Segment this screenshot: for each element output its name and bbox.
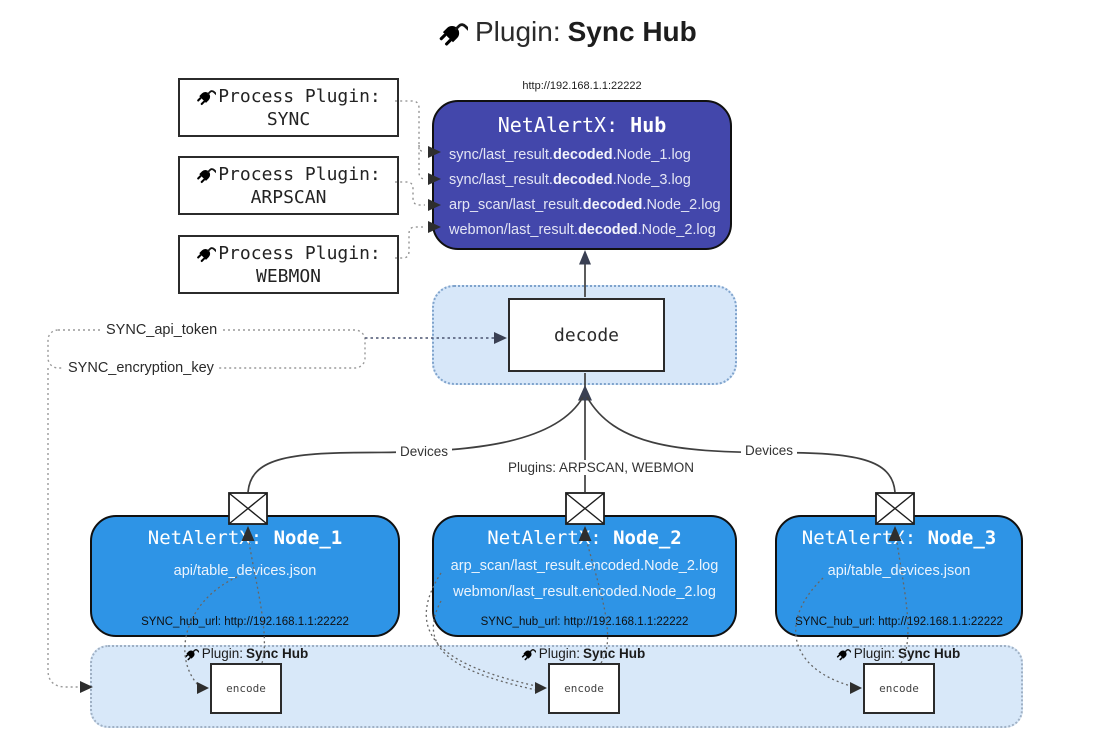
devices-left-label: Devices <box>396 444 453 459</box>
encode-box: encode <box>210 663 282 714</box>
plug-icon <box>196 86 216 106</box>
process-plugin-name: ARPSCAN <box>250 186 327 208</box>
node2-box: NetAlertX: Node_2 arp_scan/last_result.e… <box>432 515 737 637</box>
title-prefix: Plugin: <box>475 16 561 47</box>
encode-plugin-label: Plugin: Sync Hub <box>823 646 973 661</box>
process-plugin-label: Process Plugin: <box>218 242 381 264</box>
plug-icon <box>521 646 536 661</box>
process-plugin-name: SYNC <box>266 108 311 130</box>
node1-title: NetAlertX: Node_1 <box>147 527 343 549</box>
encode-plugin-label: Plugin: Sync Hub <box>508 646 658 661</box>
hub-box: NetAlertX: Hub sync/last_result.decoded.… <box>432 100 732 250</box>
process-plugin-arpscan-box: Process Plugin: ARPSCAN <box>178 156 399 215</box>
process-plugin-name: WEBMON <box>255 265 322 287</box>
plug-icon <box>196 164 216 184</box>
node3-box: NetAlertX: Node_3 api/table_devices.json… <box>775 515 1023 637</box>
node1-lines: api/table_devices.json <box>173 563 317 579</box>
hub-log-line: arp_scan/last_result.decoded.Node_2.log <box>449 197 721 213</box>
node1-box: NetAlertX: Node_1 api/table_devices.json… <box>90 515 400 637</box>
node2-lines: arp_scan/last_result.encoded.Node_2.log … <box>450 558 719 600</box>
plug-icon <box>438 17 468 47</box>
hub-url-label: http://192.168.1.1:22222 <box>522 80 642 92</box>
sync-encryption-key-label: SYNC_encryption_key <box>64 360 218 376</box>
envelope-icon <box>565 492 605 525</box>
plug-icon <box>184 646 199 661</box>
process-plugin-webmon-box: Process Plugin: WEBMON <box>178 235 399 294</box>
hub-log-list: sync/last_result.decoded.Node_1.log sync… <box>434 143 730 243</box>
node3-lines: api/table_devices.json <box>827 563 971 579</box>
hub-log-line: webmon/last_result.decoded.Node_2.log <box>449 222 716 238</box>
encode-box: encode <box>863 663 935 714</box>
hub-log-line: sync/last_result.decoded.Node_1.log <box>449 147 691 163</box>
hub-log-line: sync/last_result.decoded.Node_3.log <box>449 172 691 188</box>
hub-title: NetAlertX: Hub <box>497 113 667 137</box>
node2-title: NetAlertX: Node_2 <box>487 527 682 549</box>
envelope-icon <box>875 492 915 525</box>
node3-title: NetAlertX: Node_3 <box>801 527 997 549</box>
process-plugin-sync-box: Process Plugin: SYNC <box>178 78 399 137</box>
devices-right-label: Devices <box>741 443 798 458</box>
envelope-icon <box>228 492 268 525</box>
page-title: Plugin: Sync Hub <box>438 16 697 48</box>
plug-icon <box>836 646 851 661</box>
process-plugin-label: Process Plugin: <box>218 163 381 185</box>
decode-box: decode <box>508 298 665 372</box>
encode-box: encode <box>548 663 620 714</box>
node2-hub-url: SYNC_hub_url: http://192.168.1.1:22222 <box>480 616 689 628</box>
node3-hub-url: SYNC_hub_url: http://192.168.1.1:22222 <box>795 616 1003 628</box>
process-plugin-label: Process Plugin: <box>218 85 381 107</box>
encode-plugin-label: Plugin: Sync Hub <box>171 646 321 661</box>
sync-api-token-label: SYNC_api_token <box>102 322 222 338</box>
plug-icon <box>196 243 216 263</box>
plugins-center-label: Plugins: ARPSCAN, WEBMON <box>504 460 699 475</box>
title-name: Sync Hub <box>567 16 697 47</box>
node1-hub-url: SYNC_hub_url: http://192.168.1.1:22222 <box>141 616 349 628</box>
